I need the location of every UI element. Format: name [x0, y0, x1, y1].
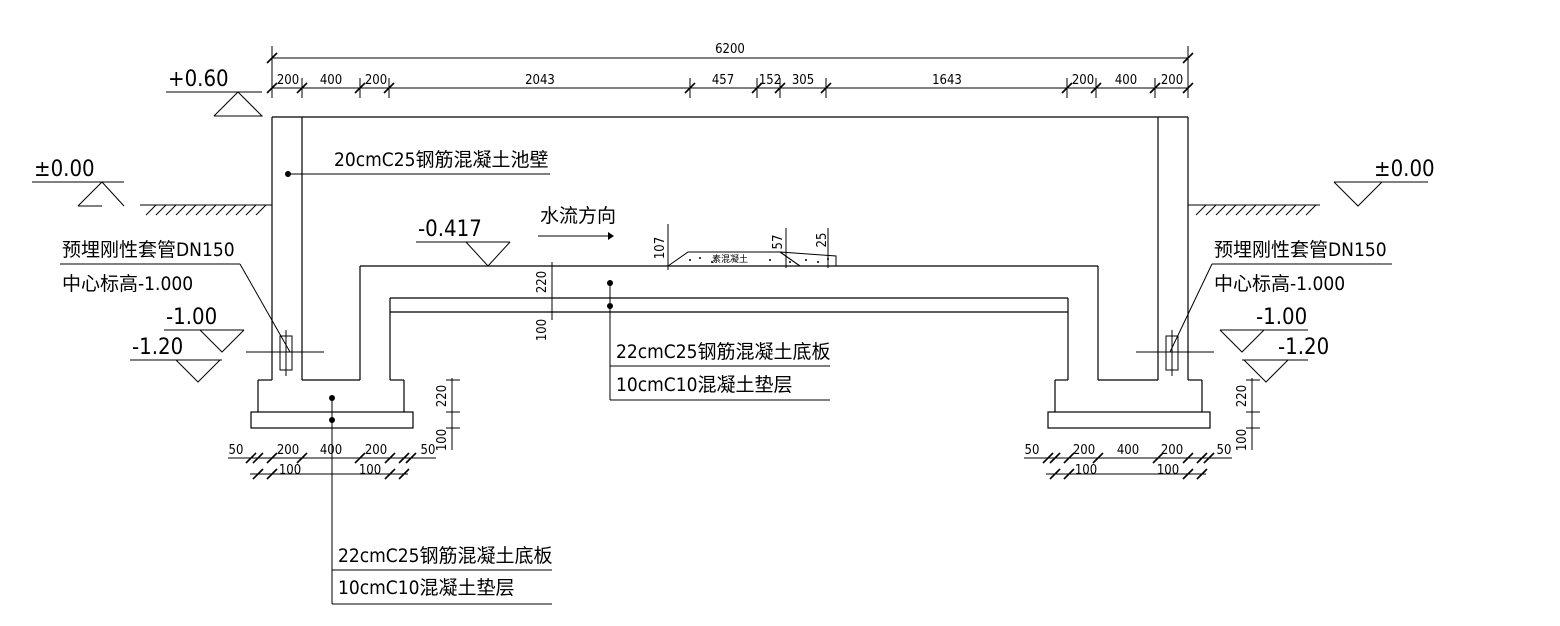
dim-top-7: 1643 — [932, 73, 962, 88]
weir-dim-25: 25 — [815, 233, 830, 248]
weir-label: 素混凝土 — [712, 253, 748, 265]
left-footing-dim-200b: 200 — [365, 443, 387, 458]
level-ground-left-text: ±0.00 — [34, 157, 95, 182]
pipe-note-right: 预埋刚性套管DN150 中心标高-1.000 — [1169, 239, 1392, 353]
overall-dimension-line: 6200 — [266, 42, 1194, 98]
level-marker-ground-left: ±0.00 — [32, 157, 125, 207]
pipe-sleeve-left — [246, 330, 324, 376]
right-footing-dim-50a: 50 — [1025, 443, 1040, 458]
left-footing-dim-50b: 50 — [421, 443, 436, 458]
right-footing-dim-100b: 100 — [1157, 463, 1179, 478]
slab-bottom-text: 22cmC25钢筋混凝土底板 — [338, 545, 552, 567]
level-ground-right-text: ±0.00 — [1374, 157, 1435, 182]
ground-left — [140, 204, 272, 216]
pipe-left-level-text: 中心标高-1.000 — [62, 273, 193, 295]
level-bottom-upper-text: -0.417 — [418, 217, 482, 242]
slab-mid-dim-100: 100 — [535, 319, 550, 341]
left-footing-dim-100a: 100 — [279, 463, 301, 478]
dim-top-10: 200 — [1161, 73, 1183, 88]
level-top-left-text: +0.60 — [168, 67, 229, 92]
overall-dimension-text: 6200 — [715, 42, 745, 57]
right-footing-dim-400: 400 — [1117, 443, 1139, 458]
level-marker-left-mid: -1.00 -1.20 — [130, 305, 245, 383]
slab-note-bottom: 22cmC25钢筋混凝土底板 10cmC10混凝土垫层 — [329, 395, 552, 605]
cushion-bottom-text: 10cmC10混凝土垫层 — [338, 577, 514, 599]
top-dimension-chain: 200 400 200 2043 457 152 305 1643 200 40… — [266, 73, 1194, 98]
wall-note-text: 20cmC25钢筋混凝土池壁 — [334, 149, 548, 171]
weir-dim-107: 107 — [653, 237, 668, 259]
dim-top-6: 305 — [792, 73, 814, 88]
left-footing-dim-50a: 50 — [229, 443, 244, 458]
pipe-note-left: 预埋刚性套管DN150 中心标高-1.000 — [60, 239, 291, 353]
footing-left-horizontal-dims: 50 200 400 200 50 100 100 — [228, 443, 436, 480]
footing-right-dim-100: 100 — [1235, 429, 1250, 451]
wall-note: 20cmC25钢筋混凝土池壁 — [285, 149, 550, 177]
left-footing-dim-400: 400 — [320, 443, 342, 458]
dim-top-3: 2043 — [525, 73, 555, 88]
level-right-mid1-text: -1.00 — [1256, 305, 1307, 330]
pipe-right-level-text: 中心标高-1.000 — [1214, 273, 1345, 295]
dim-top-8: 200 — [1072, 73, 1094, 88]
dim-top-5: 152 — [759, 73, 781, 88]
slab-mid-dimensions: 220 100 — [535, 262, 560, 341]
pipe-right-text: 预埋刚性套管DN150 — [1214, 239, 1387, 261]
footing-left-dim-220: 220 — [435, 385, 450, 407]
flow-direction-label: 水流方向 — [540, 205, 616, 227]
right-footing-dim-200b: 200 — [1161, 443, 1183, 458]
footing-left-vertical-dims: 220 100 — [435, 378, 460, 451]
cushion-mid-text: 10cmC10混凝土垫层 — [616, 374, 792, 396]
level-marker-right-mid: -1.00 -1.20 — [1219, 305, 1329, 383]
dim-top-2: 200 — [365, 73, 387, 88]
left-footing-dim-100b: 100 — [359, 463, 381, 478]
dim-top-4: 457 — [712, 73, 734, 88]
dim-top-0: 200 — [277, 73, 299, 88]
pipe-left-text: 预埋刚性套管DN150 — [62, 239, 235, 261]
footing-right-vertical-dims: 220 100 — [1235, 378, 1260, 451]
level-left-mid1-text: -1.00 — [166, 305, 217, 330]
dim-top-1: 400 — [320, 73, 342, 88]
right-footing-dim-100a: 100 — [1075, 463, 1097, 478]
footing-right-dim-220: 220 — [1235, 385, 1250, 407]
level-marker-ground-right: ±0.00 — [1333, 157, 1435, 207]
dim-top-9: 400 — [1115, 73, 1137, 88]
ground-right — [1188, 204, 1320, 216]
footing-right-horizontal-dims: 50 200 400 200 50 100 100 — [1024, 443, 1232, 480]
footing-left-dim-100: 100 — [435, 429, 450, 451]
slab-mid-text: 22cmC25钢筋混凝土底板 — [616, 341, 830, 363]
flow-direction: 水流方向 — [538, 205, 616, 240]
level-left-mid2-text: -1.20 — [132, 335, 183, 360]
right-footing-dim-200a: 200 — [1073, 443, 1095, 458]
left-footing-dim-200a: 200 — [277, 443, 299, 458]
right-footing-dim-50b: 50 — [1217, 443, 1232, 458]
slab-mid-dim-220: 220 — [535, 271, 550, 293]
level-marker-top-left: +0.60 — [166, 67, 264, 117]
slab-note-mid: 22cmC25钢筋混凝土底板 10cmC10混凝土垫层 — [607, 280, 830, 401]
level-marker-bottom-upper: -0.417 — [416, 217, 511, 267]
weir: 素混凝土 107 57 25 — [653, 224, 837, 270]
level-right-mid2-text: -1.20 — [1278, 335, 1329, 360]
pipe-sleeve-right — [1136, 330, 1214, 376]
weir-dim-57: 57 — [771, 235, 786, 250]
